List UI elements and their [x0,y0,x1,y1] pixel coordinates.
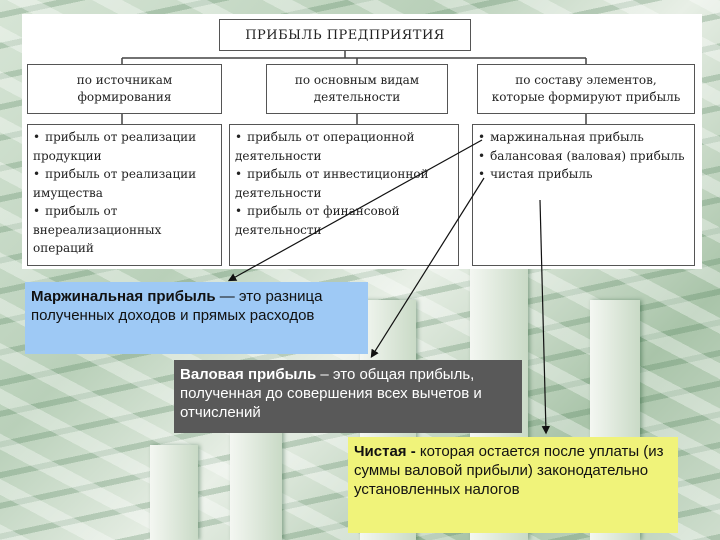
list-item-text: прибыль от инвестиционной деятельности [235,167,429,200]
definition-marginal-profit: Маржинальная прибыль — это разница получ… [25,282,368,354]
title-connector [121,51,587,64]
category-label-line: которые формируют прибыль [491,90,681,104]
bullet-icon: • [33,167,41,181]
list-box-composition: • маржинальная прибыль • балансовая (валов… [472,124,695,266]
category-box-sources: по источникам формирования [27,64,222,114]
bullet-icon: • [235,204,243,218]
diagram-connectors [121,51,587,124]
list-item: • балансовая (валовая) прибыль [478,147,689,166]
category-label-line: деятельности [313,90,401,104]
list-item: • маржинальная прибыль [478,128,689,147]
category-label-line: по основным видам [294,73,420,87]
bullet-icon: • [33,130,41,144]
category-connector [121,114,587,124]
list-item: •прибыль от финансовой деятельности [235,202,453,239]
list-item-text: прибыль от реализации продукции [33,130,197,163]
definition-net-profit: Чистая - которая остается после уплаты (… [348,437,678,533]
list-item-text: прибыль от финансовой деятельности [235,204,400,237]
background-bar [150,445,198,540]
list-item: •прибыль от операционной деятельности [235,128,453,165]
definition-text: – это общая прибыль, полученная до совер… [180,366,482,421]
category-box-activities: по основным видам деятельности [266,64,448,114]
list-box-activities: •прибыль от операционной деятельности •п… [229,124,459,266]
bullet-icon: • [478,130,486,144]
category-label-line: формирования [77,90,172,104]
list-item-text: прибыль от внереализационных операций [33,204,162,255]
list-item-text: прибыль от реализации имущества [33,167,197,200]
bullet-icon: • [235,130,243,144]
list-item: • чистая прибыль [478,165,689,184]
definition-text: которая остается после уплаты (из суммы … [354,443,664,498]
definition-term: Чистая - [354,443,416,460]
definition-text: — это разница полученных доходов и прямы… [31,288,323,324]
definition-term: Маржинальная прибыль [31,288,216,305]
list-box-sources: •прибыль от реализации продукции •прибыл… [27,124,222,266]
list-item-text: балансовая (валовая) прибыль [490,148,685,163]
list-item: •прибыль от реализации продукции [33,128,216,165]
list-item: •прибыль от инвестиционной деятельности [235,165,453,202]
category-label-line: по составу элементов, [515,73,657,87]
list-item-text: прибыль от операционной деятельности [235,130,415,163]
category-label-line: по источникам [76,73,173,87]
list-item-text: чистая прибыль [490,167,593,181]
bullet-icon: • [478,167,486,181]
bullet-icon: • [33,204,41,218]
category-box-composition: по составу элементов, которые формируют п… [477,64,695,114]
bullet-icon: • [235,167,243,181]
definition-term: Валовая прибыль [180,366,317,383]
bullet-icon: • [478,148,486,163]
classification-diagram: ПРИБЫЛЬ ПРЕДПРИЯТИЯ по источникам формиро… [22,14,702,269]
list-item-text: маржинальная прибыль [490,130,644,144]
list-item: •прибыль от реализации имущества [33,165,216,202]
list-item: •прибыль от внереализационных операций [33,202,216,258]
diagram-title: ПРИБЫЛЬ ПРЕДПРИЯТИЯ [219,19,471,51]
definition-gross-profit: Валовая прибыль – это общая прибыль, пол… [174,360,522,433]
